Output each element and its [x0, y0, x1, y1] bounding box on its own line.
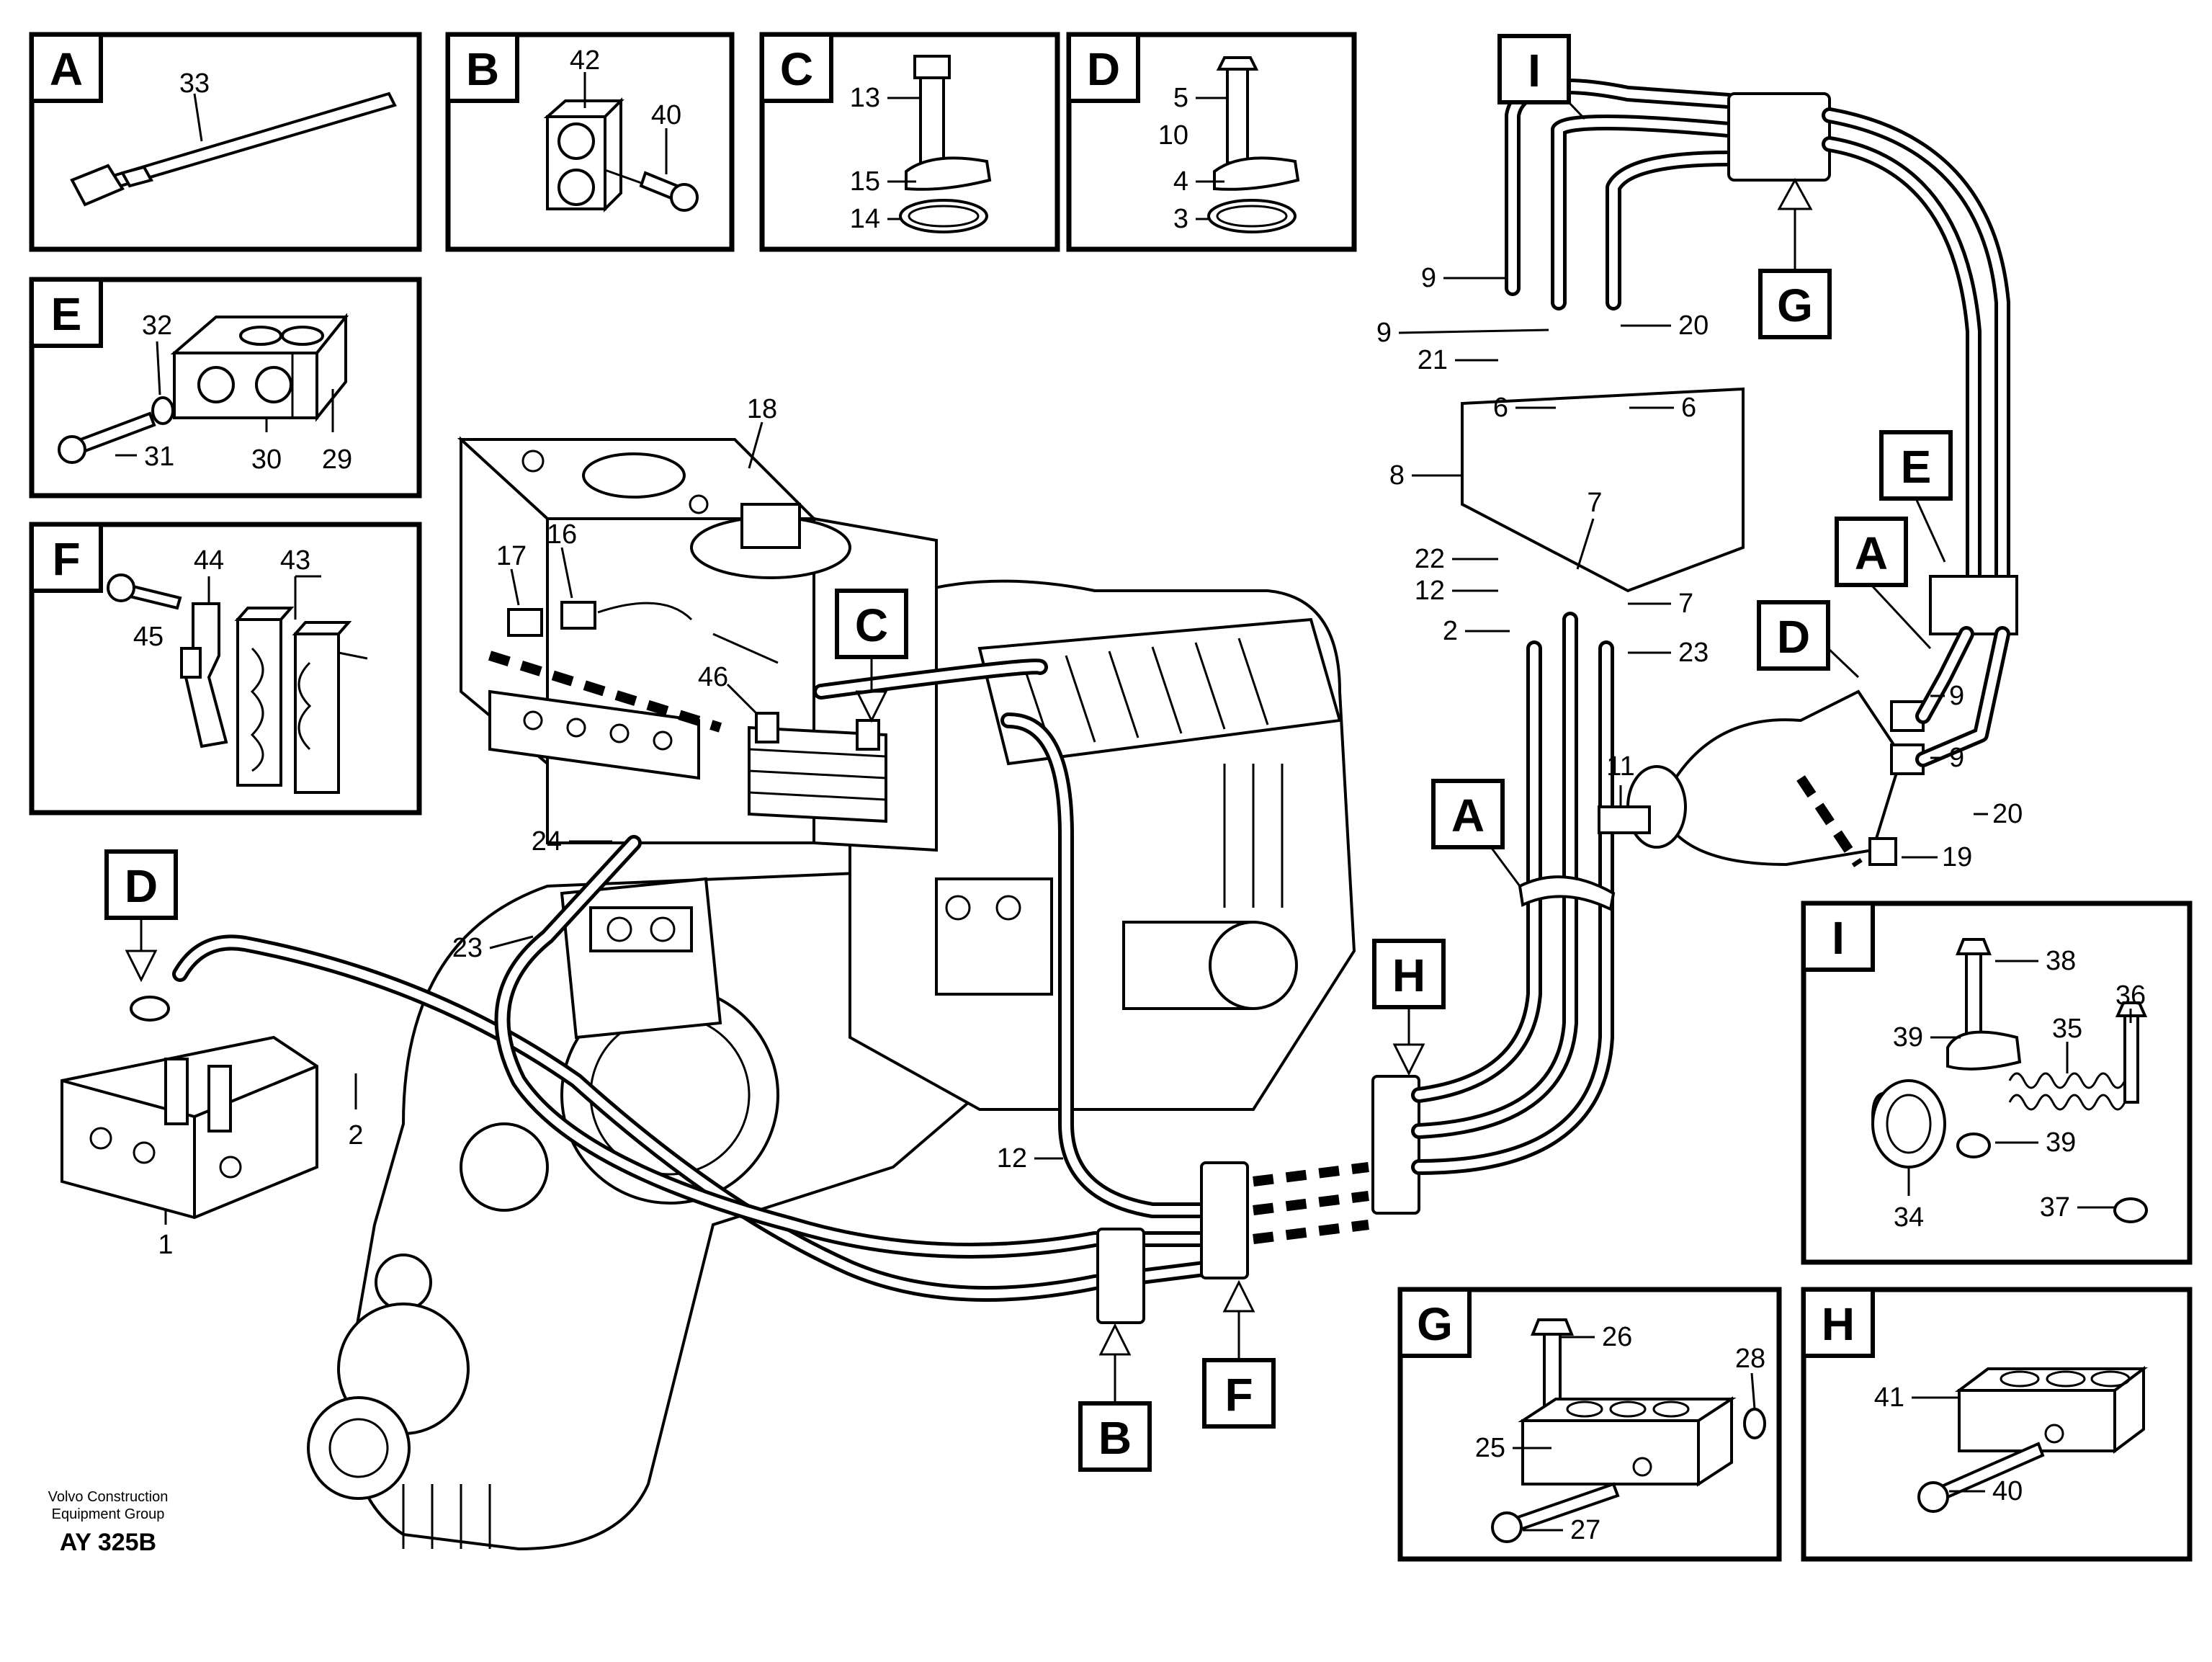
label-4: 4 [1173, 166, 1188, 197]
callout-c: C [855, 599, 888, 651]
inset-box-g: G 26 28 25 27 [1397, 1287, 1782, 1562]
box-i-letter: I [1832, 912, 1845, 964]
label-17: 17 [496, 541, 527, 571]
inset-box-c: C 13 15 14 [759, 32, 1060, 252]
label-31: 31 [144, 442, 174, 472]
box-a-letter: A [50, 43, 83, 95]
label-30: 30 [251, 444, 282, 475]
label-41: 41 [1874, 1382, 1904, 1413]
callout-g: G [1777, 280, 1813, 331]
label-10: 10 [1158, 120, 1188, 151]
callout-a-right: A [1855, 527, 1888, 579]
label-16: 16 [547, 519, 577, 550]
label-13: 13 [850, 83, 880, 113]
inset-box-d: D 5 10 4 3 [1066, 32, 1357, 252]
tank-assembly [457, 436, 938, 852]
label-9-b: 9 [1376, 318, 1392, 348]
label-33: 33 [179, 68, 210, 99]
label-3: 3 [1173, 204, 1188, 234]
box-e-letter: E [51, 288, 82, 340]
box-b-letter: B [466, 43, 499, 95]
label-43: 43 [280, 545, 310, 576]
label-18: 18 [747, 394, 777, 424]
label-22: 22 [1415, 544, 1445, 574]
label-32: 32 [142, 310, 172, 341]
label-39-b: 39 [2046, 1127, 2076, 1158]
inset-box-e: E 32 31 30 29 [29, 277, 422, 499]
label-28: 28 [1735, 1344, 1765, 1374]
label-36: 36 [2115, 980, 2146, 1011]
label-23-left: 23 [452, 933, 483, 963]
callout-h: H [1392, 950, 1425, 1001]
label-25: 25 [1475, 1433, 1505, 1463]
label-40-h: 40 [1992, 1476, 2023, 1506]
label-11: 11 [1606, 751, 1634, 782]
company-line-2: Equipment Group [52, 1506, 165, 1522]
label-38: 38 [2046, 946, 2076, 976]
inset-box-f: F 44 43 45 [29, 522, 422, 816]
label-23-right: 23 [1678, 638, 1709, 668]
callout-a-mid: A [1451, 790, 1485, 841]
box-c-letter: C [780, 43, 813, 95]
label-6-b: 6 [1681, 393, 1696, 423]
diagram-code: AY 325B [60, 1529, 156, 1556]
label-9-a: 9 [1421, 263, 1436, 293]
callout-f: F [1224, 1369, 1253, 1421]
inset-box-a: A 33 [29, 32, 422, 252]
label-37: 37 [2040, 1192, 2070, 1223]
label-12-right: 12 [1415, 576, 1445, 606]
company-line-1: Volvo Construction [48, 1489, 169, 1505]
label-35: 35 [2052, 1014, 2082, 1044]
label-7-b: 7 [1678, 589, 1693, 619]
label-34: 34 [1894, 1202, 1924, 1233]
label-9-c: 9 [1949, 681, 1964, 711]
label-27: 27 [1570, 1515, 1600, 1545]
label-8: 8 [1389, 460, 1405, 491]
callout-d-left: D [125, 860, 158, 912]
label-12-left: 12 [997, 1143, 1027, 1174]
label-24: 24 [532, 826, 562, 857]
label-15: 15 [850, 166, 880, 197]
label-9-d: 9 [1949, 743, 1964, 773]
label-5: 5 [1173, 83, 1188, 113]
callout-i: I [1528, 45, 1541, 97]
label-19: 19 [1942, 842, 1972, 872]
inset-box-i: I 38 36 39 35 39 34 37 [1801, 901, 2193, 1265]
label-39-a: 39 [1893, 1022, 1923, 1053]
label-1: 1 [158, 1230, 173, 1260]
label-29: 29 [322, 444, 352, 475]
label-42: 42 [570, 45, 600, 76]
callout-letters: I G E A D C D A H B F [104, 34, 1953, 1472]
label-2-left: 2 [348, 1120, 363, 1151]
label-20-right: 20 [1992, 799, 2023, 829]
inset-box-h: H 41 40 [1801, 1287, 2193, 1562]
main-part-labels: 18 17 16 46 24 23 2 1 12 9 9 20 21 6 6 8… [158, 263, 2023, 1260]
callout-d-right: D [1777, 611, 1810, 663]
label-14: 14 [850, 204, 880, 234]
label-20-top: 20 [1678, 310, 1709, 341]
label-40: 40 [651, 100, 681, 130]
callout-b: B [1098, 1412, 1132, 1464]
label-46: 46 [698, 662, 728, 692]
callout-e: E [1901, 441, 1932, 493]
box-d-letter: D [1087, 43, 1120, 95]
footer: Volvo Construction Equipment Group AY 32… [48, 1489, 169, 1556]
box-f-letter: F [52, 533, 80, 585]
label-7-a: 7 [1587, 488, 1602, 518]
label-44: 44 [194, 545, 224, 576]
inset-box-b: B 42 40 [445, 32, 735, 252]
box-g-letter: G [1417, 1298, 1453, 1350]
box-h-letter: H [1822, 1298, 1855, 1350]
hose-routing [61, 79, 2018, 1324]
label-45: 45 [133, 622, 164, 652]
label-6-a: 6 [1493, 393, 1508, 423]
label-2-right: 2 [1443, 616, 1458, 646]
label-21: 21 [1418, 345, 1448, 375]
label-26: 26 [1602, 1322, 1632, 1352]
